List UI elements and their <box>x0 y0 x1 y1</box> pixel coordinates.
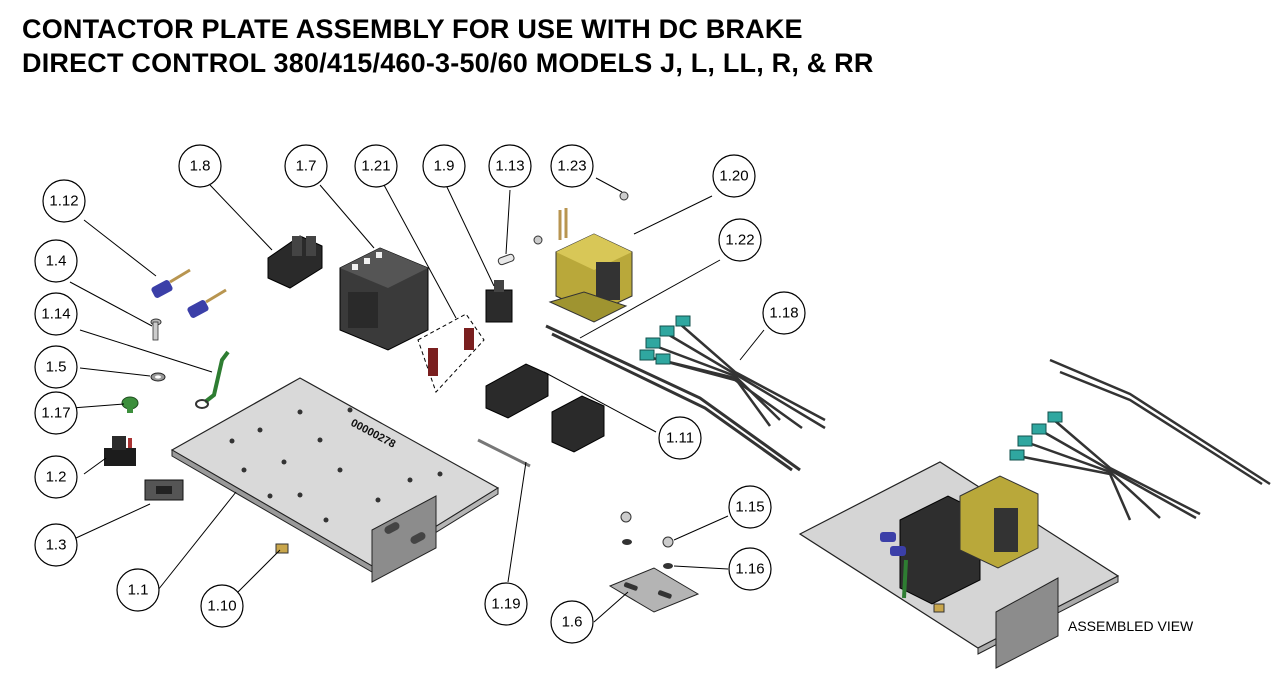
part-1-11-din-blocks <box>485 363 605 453</box>
part-1-22-wires <box>545 324 801 472</box>
callout-1-18: 1.18 <box>762 291 806 335</box>
part-1-12-blue-connectors <box>151 268 227 318</box>
callout-1-3: 1.3 <box>34 523 78 567</box>
part-1-6-din-rail <box>608 567 700 613</box>
part-1-10-label <box>275 543 289 554</box>
svg-text:1.3: 1.3 <box>46 537 67 554</box>
callout-1-21: 1.21 <box>354 144 398 188</box>
callout-1-14: 1.14 <box>34 292 78 336</box>
callout-1-20: 1.20 <box>712 154 756 198</box>
diagram-title-line1: CONTACTOR PLATE ASSEMBLY FOR USE WITH DC… <box>22 14 803 44</box>
part-1-9-fuse-holder <box>485 280 513 323</box>
part-1-17-green-screw <box>121 396 139 413</box>
part-1-23-screws <box>533 191 629 245</box>
part-1-2-connector <box>104 436 136 466</box>
part-1-19-rod <box>477 438 531 468</box>
callout-1-11: 1.11 <box>658 416 702 460</box>
part-1-3-terminal <box>144 479 184 501</box>
part-1-14-ground-wire <box>195 350 230 409</box>
callout-1-5: 1.5 <box>34 345 78 389</box>
callout-1-1: 1.1 <box>116 568 160 612</box>
callout-1-23: 1.23 <box>550 144 594 188</box>
svg-text:1.7: 1.7 <box>296 158 317 175</box>
assembled-view <box>798 358 1271 669</box>
part-1-21-aux-contacts <box>417 313 485 393</box>
svg-text:1.4: 1.4 <box>46 253 67 270</box>
svg-text:1.10: 1.10 <box>207 598 236 615</box>
svg-text:1.1: 1.1 <box>128 582 149 599</box>
svg-text:1.17: 1.17 <box>41 405 70 422</box>
part-1-7-contactor <box>339 247 429 351</box>
callout-1-10: 1.10 <box>200 584 244 628</box>
svg-text:1.9: 1.9 <box>434 158 455 175</box>
callout-1-22: 1.22 <box>718 218 762 262</box>
callout-1-9: 1.9 <box>422 144 466 188</box>
callout-1-12: 1.12 <box>42 179 86 223</box>
svg-text:1.6: 1.6 <box>562 614 583 631</box>
svg-text:1.21: 1.21 <box>361 158 390 175</box>
part-1-4-screw <box>150 318 162 341</box>
svg-text:1.23: 1.23 <box>557 158 586 175</box>
svg-text:1.14: 1.14 <box>41 306 70 323</box>
svg-text:1.19: 1.19 <box>491 596 520 613</box>
svg-text:1.20: 1.20 <box>719 168 748 185</box>
assembled-view-label: ASSEMBLED VIEW <box>1068 618 1194 634</box>
callout-1-8: 1.8 <box>178 144 222 188</box>
diagram-title-line2: DIRECT CONTROL 380/415/460-3-50/60 MODEL… <box>22 48 874 78</box>
callout-1-6: 1.6 <box>550 600 594 644</box>
svg-text:1.15: 1.15 <box>735 499 764 516</box>
callout-1-16: 1.16 <box>728 547 772 591</box>
callout-1-17: 1.17 <box>34 391 78 435</box>
part-1-5-washer <box>150 372 166 382</box>
svg-text:1.5: 1.5 <box>46 359 67 376</box>
callout-1-13: 1.13 <box>488 144 532 188</box>
callout-1-2: 1.2 <box>34 455 78 499</box>
svg-text:1.12: 1.12 <box>49 193 78 210</box>
callout-1-4: 1.4 <box>34 239 78 283</box>
part-1-15-1-16-hardware <box>620 511 674 569</box>
svg-text:1.8: 1.8 <box>190 158 211 175</box>
base-plate <box>170 377 500 583</box>
svg-text:1.2: 1.2 <box>46 469 67 486</box>
part-1-13-fuse <box>497 253 515 266</box>
callout-1-7: 1.7 <box>284 144 328 188</box>
callout-1-19: 1.19 <box>484 582 528 626</box>
callout-1-15: 1.15 <box>728 485 772 529</box>
part-1-18-wire-harness <box>639 315 826 430</box>
svg-text:1.16: 1.16 <box>735 561 764 578</box>
svg-text:1.22: 1.22 <box>725 232 754 249</box>
svg-text:1.18: 1.18 <box>769 305 798 322</box>
part-1-8-terminal-block <box>267 235 323 289</box>
part-1-20-transformer <box>548 208 633 323</box>
svg-text:1.13: 1.13 <box>495 158 524 175</box>
svg-text:1.11: 1.11 <box>666 430 694 447</box>
